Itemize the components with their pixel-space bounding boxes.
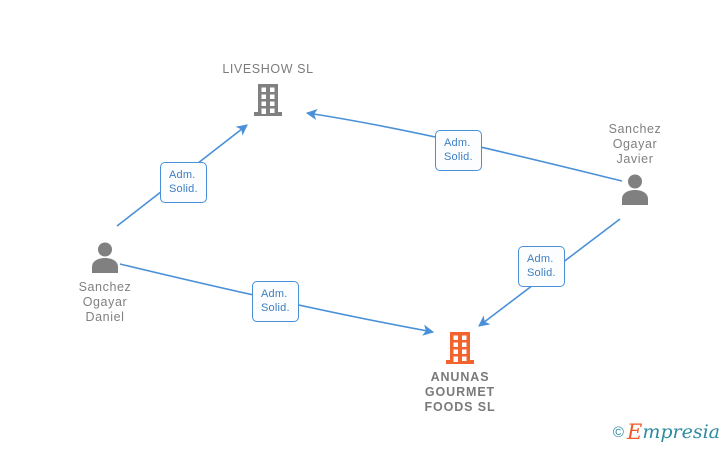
building-icon [251, 82, 285, 118]
building-icon [443, 330, 477, 366]
edge-label-daniel-to-liveshow[interactable]: Adm. Solid. [160, 162, 207, 203]
node-anunas-gourmet-foods[interactable]: ANUNAS GOURMET FOODS SL [400, 330, 520, 415]
edge-label-daniel-to-anunas[interactable]: Adm. Solid. [252, 281, 299, 322]
node-sanchez-ogayar-daniel[interactable]: Sanchez Ogayar Daniel [45, 240, 165, 325]
node-anunas-gourmet-foods-label: ANUNAS GOURMET FOODS SL [424, 370, 496, 414]
node-sanchez-ogayar-javier[interactable]: Sanchez Ogayar Javier [575, 122, 695, 208]
edge-label-javier-to-liveshow[interactable]: Adm. Solid. [435, 130, 482, 171]
edge-javier-to-liveshow [305, 108, 623, 182]
brand-name: mpresia [642, 421, 720, 443]
node-liveshow-label: LIVESHOW SL [222, 62, 314, 76]
node-sanchez-ogayar-daniel-label: Sanchez Ogayar Daniel [78, 280, 132, 324]
person-icon [618, 172, 652, 208]
copyright-icon: © [612, 423, 624, 441]
edge-label-javier-to-anunas[interactable]: Adm. Solid. [518, 246, 565, 287]
watermark: © E mpresia [613, 420, 720, 444]
node-liveshow[interactable]: LIVESHOW SL [208, 62, 328, 118]
node-sanchez-ogayar-javier-label: Sanchez Ogayar Javier [608, 122, 662, 166]
brand-initial: E [626, 420, 643, 444]
person-icon [88, 240, 122, 276]
